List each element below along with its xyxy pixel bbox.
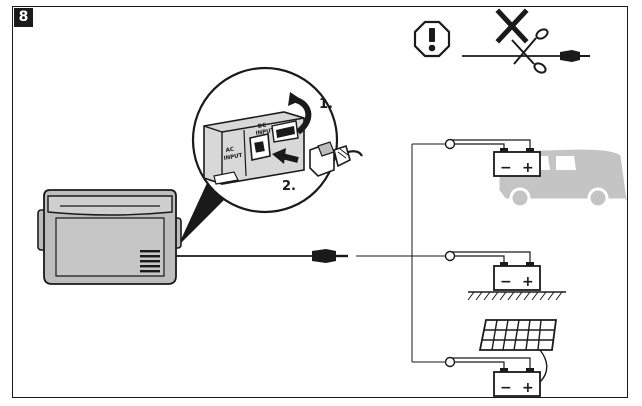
open-flap-arrow	[288, 92, 312, 135]
ground-battery-connection	[444, 250, 531, 266]
battery-1: − +	[493, 148, 541, 177]
solar-battery-connection	[444, 356, 531, 372]
figure-number-badge: 8	[14, 8, 33, 27]
warning-octagon-icon	[413, 20, 451, 58]
portable-fridge	[37, 189, 182, 285]
ac-input-label-line1: AC	[225, 147, 234, 154]
battery-3-minus: −	[500, 380, 512, 396]
power-bus	[411, 143, 446, 363]
battery-3: − +	[493, 368, 541, 397]
battery-2: − +	[493, 262, 541, 291]
port-panel: AC INPUT DC INPUT	[203, 111, 305, 185]
port-callout: AC INPUT DC INPUT 1.	[191, 66, 363, 214]
dc-input-label-line1: DC	[257, 123, 267, 130]
dc-plug-icon	[309, 141, 363, 177]
dc-input-label-line2: INPUT	[255, 128, 275, 137]
battery-2-plus: +	[522, 274, 534, 290]
battery-1-plus: +	[522, 160, 534, 176]
step-1-label: 1.	[319, 97, 333, 112]
vent-grille	[140, 250, 160, 273]
dc-cable	[176, 249, 412, 263]
ground-hatching	[467, 291, 566, 301]
ac-input-label-line2: INPUT	[223, 153, 243, 162]
battery-3-plus: +	[522, 380, 534, 396]
figure-frame	[12, 6, 628, 398]
step-2-label: 2.	[282, 179, 296, 194]
no-cut-cable-icon	[462, 8, 590, 74]
solar-panel-icon	[478, 319, 558, 383]
battery-2-minus: −	[500, 274, 512, 290]
insert-plug-arrow	[272, 148, 299, 164]
van-battery-connection	[444, 138, 531, 152]
battery-1-minus: −	[500, 160, 512, 176]
